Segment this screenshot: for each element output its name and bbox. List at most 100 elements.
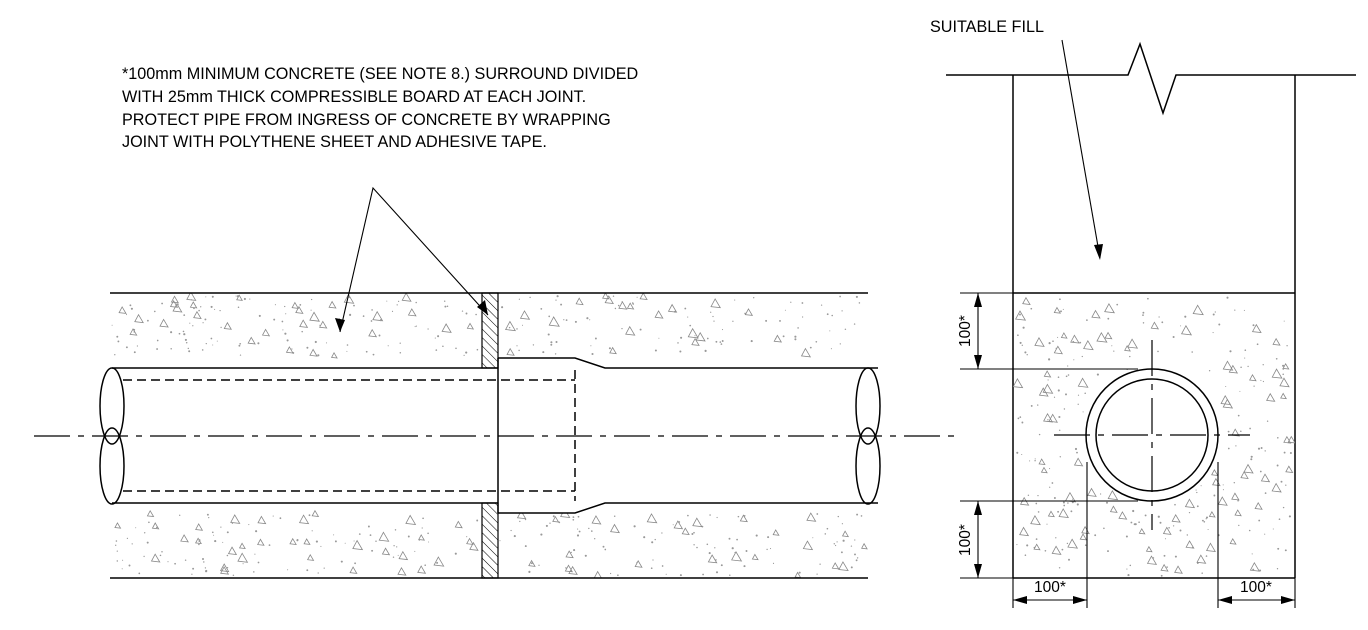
concrete-aggregate (257, 515, 267, 525)
concrete-aggregate (170, 331, 173, 334)
concrete-aggregate (286, 339, 289, 342)
concrete-aggregate (1262, 380, 1264, 383)
concrete-aggregate (1030, 515, 1041, 526)
concrete-aggregate (122, 559, 124, 561)
concrete-aggregate (289, 537, 297, 545)
concrete-aggregate (1282, 506, 1285, 509)
concrete-aggregate (545, 524, 548, 527)
concrete-aggregate (1260, 473, 1271, 483)
concrete-aggregate (1081, 525, 1090, 535)
concrete-aggregate (1013, 378, 1024, 389)
concrete-aggregate (1240, 366, 1242, 368)
concrete-aggregate (861, 542, 868, 550)
concrete-aggregate (1266, 392, 1276, 402)
concrete-aggregate (1174, 565, 1183, 574)
dim-left-side-label: 100* (1034, 579, 1066, 596)
concrete-aggregate (346, 344, 349, 346)
concrete-aggregate (816, 573, 818, 575)
concrete-aggregate (397, 554, 399, 556)
concrete-aggregate (677, 342, 679, 344)
concrete-aggregate (311, 530, 313, 532)
concrete-aggregate (1249, 427, 1251, 430)
concrete-aggregate (715, 559, 717, 561)
concrete-aggregate (1061, 548, 1064, 551)
concrete-aggregate (1016, 544, 1018, 546)
concrete-aggregate (1019, 341, 1022, 344)
concrete-aggregate (751, 553, 759, 561)
concrete-aggregate (604, 295, 614, 305)
concrete-aggregate (524, 518, 527, 521)
concrete-aggregate (1279, 377, 1290, 388)
concrete-aggregate (214, 540, 217, 543)
concrete-aggregate (549, 522, 551, 524)
concrete-aggregate (833, 543, 836, 545)
concrete-aggregate (1040, 466, 1048, 474)
concrete-aggregate (1034, 337, 1045, 347)
concrete-aggregate (654, 538, 656, 541)
concrete-aggregate (1250, 455, 1253, 458)
concrete-aggregate (819, 563, 821, 565)
concrete-aggregate (428, 541, 430, 543)
concrete-aggregate (306, 553, 315, 561)
concrete-aggregate (1070, 334, 1080, 344)
concrete-aggregate (1196, 505, 1199, 508)
concrete-aggregate (371, 549, 374, 552)
concrete-aggregate (116, 560, 119, 562)
concrete-aggregate (153, 310, 156, 313)
concrete-aggregate (415, 325, 417, 327)
concrete-aggregate (855, 559, 858, 562)
concrete-aggregate (555, 299, 557, 301)
concrete-aggregate (238, 344, 241, 347)
concrete-aggregate (710, 311, 712, 313)
concrete-aggregate (1188, 511, 1191, 514)
concrete-aggregate (610, 523, 620, 534)
concrete-aggregate (415, 301, 417, 304)
concrete-aggregate (306, 346, 309, 349)
concrete-aggregate (1026, 544, 1029, 547)
concrete-aggregate (476, 519, 479, 522)
concrete-aggregate (1106, 501, 1108, 504)
concrete-aggregate (801, 302, 804, 304)
concrete-aggregate (613, 515, 616, 518)
concrete-aggregate (242, 563, 244, 565)
concrete-aggregate (766, 548, 768, 551)
concrete-aggregate (434, 337, 436, 339)
concrete-aggregate (729, 574, 731, 576)
concrete-aggregate (257, 538, 265, 546)
concrete-aggregate (131, 543, 133, 545)
concrete-aggregate (284, 332, 287, 335)
concrete-aggregate (1205, 542, 1216, 552)
concrete-aggregate (1260, 447, 1263, 449)
concrete-aggregate (694, 335, 696, 337)
concrete-aggregate (745, 550, 748, 552)
concrete-aggregate (212, 344, 214, 346)
concrete-aggregate (1077, 377, 1089, 388)
concrete-aggregate (1220, 395, 1232, 406)
concrete-aggregate (617, 574, 619, 577)
concrete-aggregate (687, 327, 699, 339)
concrete-aggregate (1015, 310, 1027, 321)
concrete-aggregate (236, 294, 243, 301)
concrete-aggregate (378, 531, 390, 542)
concrete-aggregate (391, 310, 394, 312)
note-line-4: JOINT WITH POLYTHENE SHEET AND ADHESIVE … (122, 133, 547, 152)
concrete-aggregate (563, 319, 565, 321)
concrete-aggregate (407, 535, 410, 538)
concrete-aggregate (461, 310, 464, 312)
concrete-aggregate (148, 521, 150, 524)
concrete-aggregate (1203, 521, 1206, 523)
concrete-aggregate (358, 533, 361, 535)
concrete-aggregate (138, 572, 141, 575)
concrete-aggregate (295, 305, 304, 314)
concrete-aggregate (205, 296, 207, 298)
concrete-aggregate (1058, 415, 1061, 419)
suitable-fill-label: SUITABLE FILL (930, 18, 1044, 36)
concrete-aggregate (856, 557, 859, 559)
concrete-aggregate (1249, 373, 1257, 382)
concrete-aggregate (1053, 345, 1063, 355)
concrete-aggregate (117, 340, 120, 343)
concrete-aggregate (573, 549, 576, 552)
concrete-aggregate (548, 315, 551, 318)
concrete-aggregate (174, 562, 176, 565)
concrete-aggregate (159, 318, 169, 328)
